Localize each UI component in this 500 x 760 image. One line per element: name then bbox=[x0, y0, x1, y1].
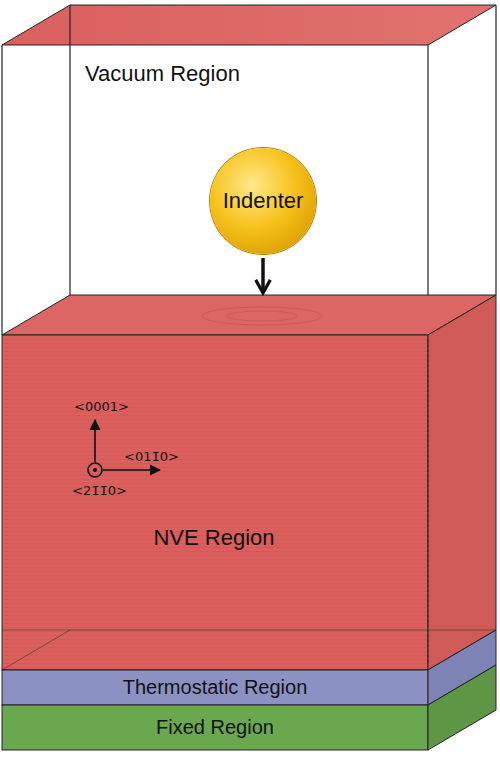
inner-edge bbox=[2, 630, 496, 670]
axis-label: <0001> bbox=[74, 400, 129, 414]
inner-edge bbox=[2, 630, 70, 631]
thermostatic-region: Thermostatic Region bbox=[2, 670, 428, 705]
vacuum-region: Vacuum RegionIndenter bbox=[2, 45, 428, 335]
region-label: Vacuum Region bbox=[85, 61, 240, 86]
surface-ripple bbox=[202, 307, 322, 325]
axis-label: <21̄1̄0> bbox=[72, 484, 127, 498]
nve-side-face bbox=[428, 295, 496, 670]
fixed-region: Fixed Region bbox=[2, 705, 428, 750]
vacuum-box-edges bbox=[2, 5, 496, 335]
top-slab bbox=[2, 5, 496, 45]
thermostatic-front-face bbox=[2, 670, 428, 705]
nve-top-surface bbox=[2, 295, 496, 335]
fixed-front-face bbox=[2, 705, 428, 750]
indent-arrow bbox=[261, 258, 265, 293]
axis-label: <011̄0> bbox=[124, 450, 179, 464]
fixed-side-face bbox=[428, 665, 496, 750]
region-label: NVE Region bbox=[153, 525, 274, 550]
region-label: Indenter bbox=[223, 188, 304, 213]
nve-region: NVE Region bbox=[2, 295, 496, 670]
region-label: Fixed Region bbox=[156, 716, 274, 739]
nve-front-face bbox=[2, 335, 428, 670]
indenter-sphere: Indenter bbox=[210, 148, 316, 254]
hidden-edge bbox=[427, 340, 428, 665]
axis-triad bbox=[88, 420, 160, 477]
region-label: Thermostatic Region bbox=[123, 676, 308, 699]
